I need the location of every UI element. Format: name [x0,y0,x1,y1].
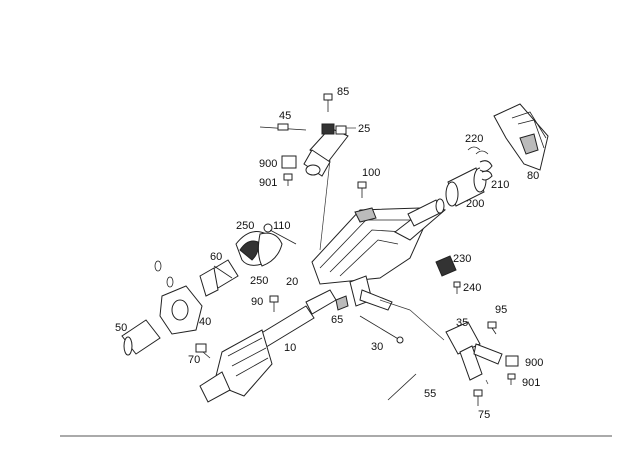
flange-40 [154,260,203,335]
motor-25 [303,123,349,177]
ring-210 [479,160,493,181]
screw-901-lower [507,373,516,385]
bolt-90 [269,295,279,312]
screw-900-lower [505,355,519,367]
sensor-230 [435,255,457,277]
callout-45: 45 [279,110,291,122]
callout-200: 200 [466,198,484,210]
callout-95: 95 [495,304,507,316]
ring-220 [467,146,489,155]
callout-90: 90 [251,296,263,308]
leader-lines [319,127,489,385]
callout-240: 240 [463,282,481,294]
bolt-70 [195,343,211,359]
callout-40: 40 [199,316,211,328]
callout-20: 20 [286,276,298,288]
callout-35: 35 [456,317,468,329]
callout-70: 70 [188,354,200,366]
callout-labels: 85 45 25 900 901 100 220 210 80 200 250 … [115,86,543,421]
callout-100: 100 [362,167,380,179]
callout-60: 60 [210,251,222,263]
bolt-85 [323,93,333,112]
callout-220: 220 [465,133,483,145]
callout-30: 30 [371,341,383,353]
callout-10: 10 [284,342,296,354]
rod-55 [387,373,417,401]
callout-65: 65 [331,314,343,326]
callout-900-lower: 900 [525,357,543,369]
callout-250-lower: 250 [250,275,268,287]
callout-230: 230 [453,253,471,265]
bolt-95 [487,321,497,335]
callout-55: 55 [424,388,436,400]
clamp-250-lower [257,232,283,267]
part-65 [335,295,349,311]
screw-900-top [281,155,297,169]
boot-60 [199,259,239,297]
callout-80: 80 [527,170,539,182]
upper-shaft [407,198,445,227]
callout-85: 85 [337,86,349,98]
callout-250-upper: 250 [236,220,254,232]
callout-210: 210 [491,179,509,191]
callout-25: 25 [358,123,370,135]
bolt-110 [263,223,297,245]
sleeve-50 [121,319,161,356]
callout-901-top: 901 [259,177,277,189]
lever-35 [445,321,503,381]
callout-900-top: 900 [259,158,277,170]
bolt-30 [359,315,404,344]
callout-901-lower: 901 [522,377,540,389]
screw-901-top [283,173,293,186]
bolt-100 [357,181,367,198]
callout-50: 50 [115,322,127,334]
intermediate-shaft-10 [199,289,337,403]
cover-80 [493,103,549,171]
callout-110: 110 [273,220,291,232]
bolt-75 [473,389,483,406]
screw-240 [453,281,461,294]
callout-75: 75 [478,409,490,421]
pin-45 [259,123,307,131]
